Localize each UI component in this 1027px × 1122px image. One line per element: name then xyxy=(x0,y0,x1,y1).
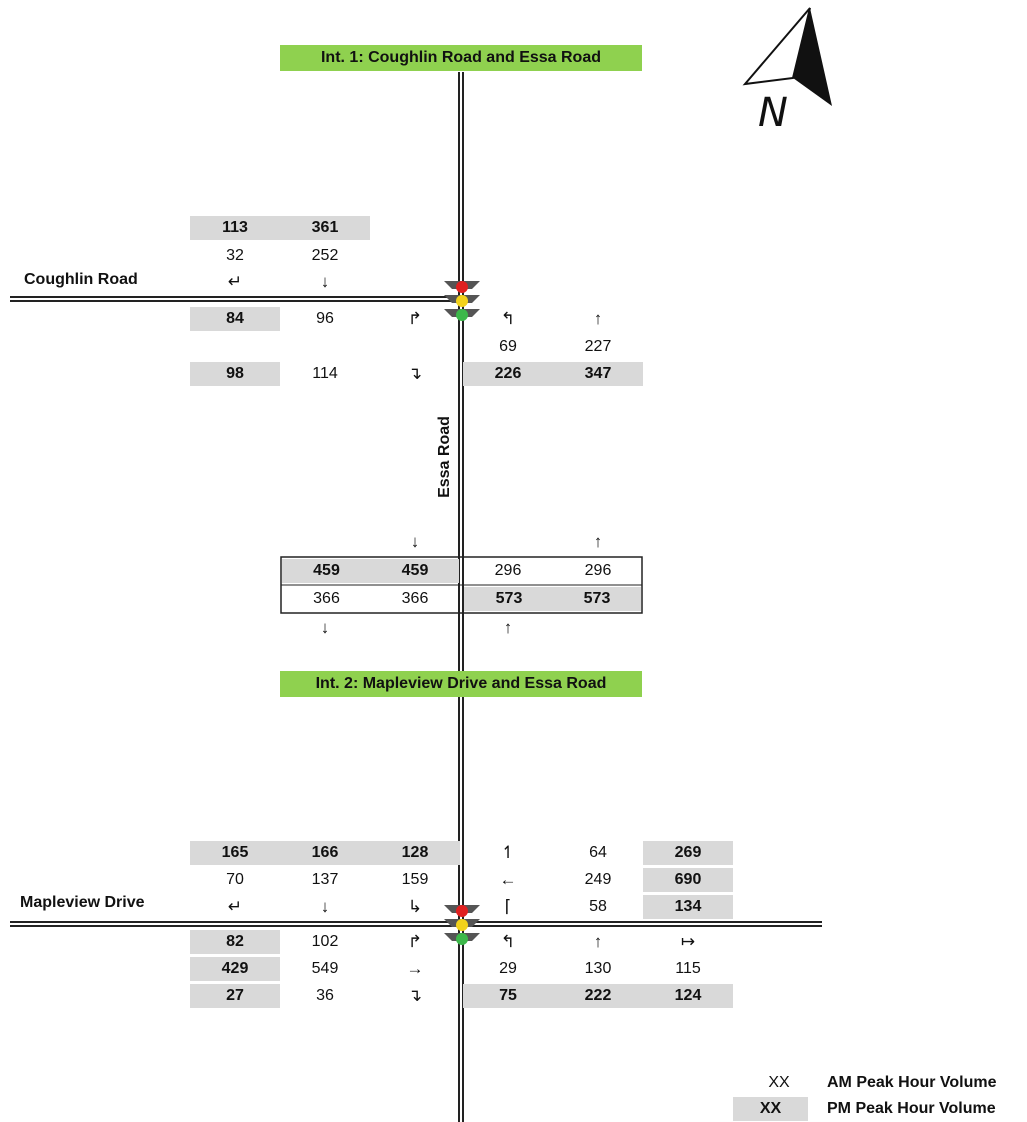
corridor-bottom-arrow-nb: ↑ xyxy=(503,618,513,637)
corridor-r2-c0: 366 xyxy=(313,590,340,607)
int1-sb-am-0: 32 xyxy=(226,247,244,264)
int1-sb-am-1: 252 xyxy=(311,247,339,264)
int2-nb-am-0: 29 xyxy=(499,960,517,977)
int1-nb-pm-0: 226 xyxy=(463,362,553,386)
int1-eb-am-1: 114 xyxy=(312,365,338,382)
int2-wb-arrow-0: ↿ xyxy=(500,843,516,862)
int2-wb-am-0: 64 xyxy=(589,844,607,861)
int1-sb-pm-1: 361 xyxy=(280,216,370,240)
int1-nb-am-1: 227 xyxy=(584,338,612,355)
essa-road-label: Essa Road xyxy=(436,416,453,498)
int1-nb-arrow-1: ↑ xyxy=(593,309,603,328)
int2-nb-arrow-0: ↰ xyxy=(500,932,516,951)
north-label: N xyxy=(758,90,788,136)
int2-wb-pm-0: 269 xyxy=(643,841,733,865)
int2-wb-am-1: 249 xyxy=(584,871,612,888)
int2-eb-am-0: 102 xyxy=(311,933,339,950)
int1-nb-arrow-0: ↰ xyxy=(500,309,516,328)
int2-wb-pm-2: 134 xyxy=(643,895,733,919)
int1-eb-arrow-1: ↴ xyxy=(407,364,423,383)
int2-nb-arrow-2: ↦ xyxy=(680,932,696,951)
int1-nb-am-0: 69 xyxy=(499,338,517,355)
int2-sb-pm-1: 166 xyxy=(280,841,370,865)
corridor-r2-c1: 366 xyxy=(401,590,429,607)
int2-wb-arrow-2: ⌈ xyxy=(504,897,512,916)
int2-eb-arrow-1: → xyxy=(406,959,424,978)
int2-sb-pm-2: 128 xyxy=(370,841,460,865)
int2-wb-am-2: 58 xyxy=(589,898,607,915)
int2-nb-pm-2: 124 xyxy=(643,984,733,1008)
int2-nb-arrow-1: ↑ xyxy=(593,932,603,951)
int2-sb-arrow-2: ↳ xyxy=(407,897,423,916)
corridor-bottom-arrow-sb: ↓ xyxy=(320,618,330,637)
corridor-top-arrow-nb: ↑ xyxy=(593,532,603,551)
int2-eb-arrow-2: ↴ xyxy=(407,986,423,1005)
int2-eb-am-2: 36 xyxy=(316,987,334,1004)
int1-nb-pm-1: 347 xyxy=(553,362,643,386)
legend-am-swatch: XX xyxy=(768,1074,790,1091)
legend-am-label: AM Peak Hour Volume xyxy=(827,1074,997,1091)
coughlin-road-label: Coughlin Road xyxy=(24,271,138,288)
int2-sb-pm-0: 165 xyxy=(190,841,280,865)
corridor-top-arrow-sb: ↓ xyxy=(410,532,420,551)
int2-sb-arrow-1: ↓ xyxy=(320,897,330,916)
int2-eb-am-1: 549 xyxy=(311,960,339,977)
int2-sb-am-0: 70 xyxy=(226,871,244,888)
int1-eb-arrow-0: ↱ xyxy=(407,309,423,328)
int1-title: Int. 1: Coughlin Road and Essa Road xyxy=(280,45,642,71)
int2-eb-arrow-0: ↱ xyxy=(407,932,423,951)
corridor-r2-c3: 573 xyxy=(553,587,641,611)
int1-eb-am-0: 96 xyxy=(316,310,334,327)
int1-eb-pm-1: 98 xyxy=(190,362,280,386)
int2-eb-pm-0: 82 xyxy=(190,930,280,954)
int1-sb-arrow-1: ↓ xyxy=(320,272,330,291)
int2-nb-pm-0: 75 xyxy=(463,984,553,1008)
int2-title: Int. 2: Mapleview Drive and Essa Road xyxy=(280,671,642,697)
int2-wb-pm-1: 690 xyxy=(643,868,733,892)
legend-pm-swatch: XX xyxy=(733,1097,808,1121)
legend-pm-label: PM Peak Hour Volume xyxy=(827,1100,996,1117)
corridor-r1-c3: 296 xyxy=(584,562,612,579)
int2-eb-pm-2: 27 xyxy=(190,984,280,1008)
int2-nb-am-1: 130 xyxy=(584,960,612,977)
mapleview-drive-label: Mapleview Drive xyxy=(20,894,145,911)
int2-nb-pm-1: 222 xyxy=(553,984,643,1008)
corridor-r1-c1: 459 xyxy=(371,559,459,583)
int2-sb-am-1: 137 xyxy=(311,871,339,888)
int2-sb-arrow-0: ↵ xyxy=(227,897,243,916)
traffic-signal-icon-1 xyxy=(444,281,480,321)
int2-wb-arrow-1: ← xyxy=(499,870,517,889)
north-arrow-icon xyxy=(742,7,832,106)
int2-nb-am-2: 115 xyxy=(675,960,701,977)
corridor-r1-c2: 296 xyxy=(494,562,522,579)
int2-sb-am-2: 159 xyxy=(401,871,429,888)
int1-eb-pm-0: 84 xyxy=(190,307,280,331)
corridor-r2-c2: 573 xyxy=(464,587,554,611)
traffic-signal-icon-2 xyxy=(444,905,480,945)
int1-sb-arrow-0: ↵ xyxy=(227,272,243,291)
int2-eb-pm-1: 429 xyxy=(190,957,280,981)
corridor-r1-c0: 459 xyxy=(282,559,371,583)
int1-sb-pm-0: 113 xyxy=(190,216,280,240)
